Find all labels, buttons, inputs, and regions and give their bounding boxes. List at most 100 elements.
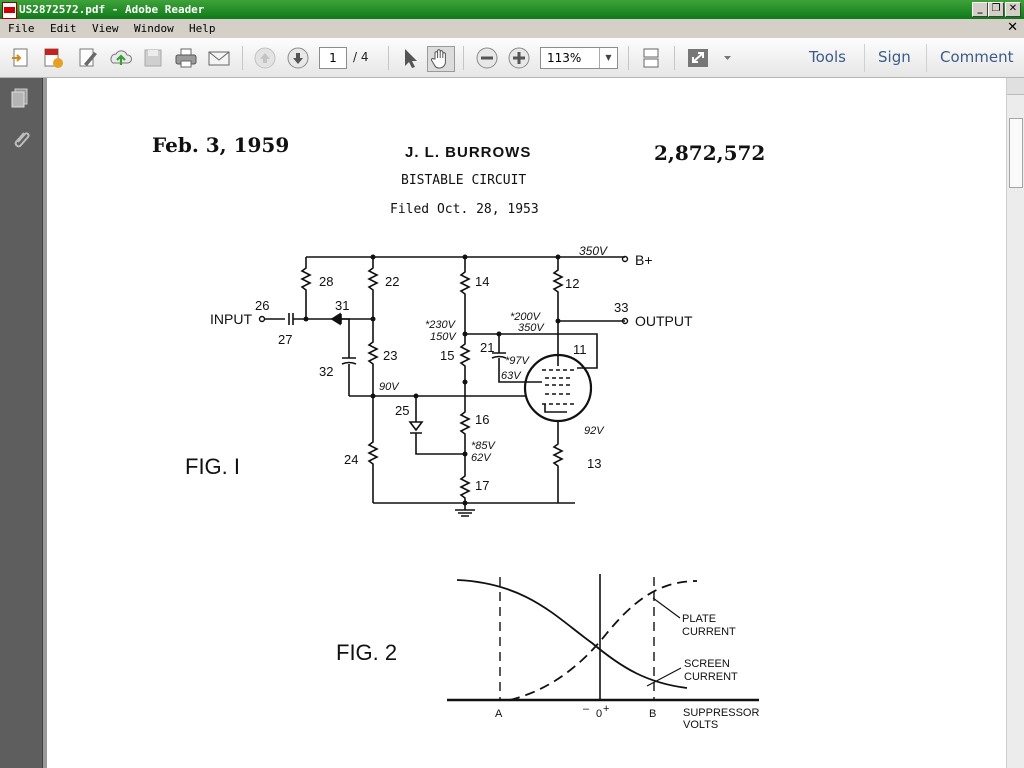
pane-divider[interactable] xyxy=(43,78,47,768)
toolbar-separator xyxy=(864,44,865,72)
restore-button[interactable]: ❐ xyxy=(988,2,1004,17)
full-screen-icon[interactable] xyxy=(685,46,711,70)
output-terminal xyxy=(621,317,629,325)
chevron-down-icon[interactable]: ▼ xyxy=(599,48,617,68)
capacitor-32 xyxy=(332,318,357,396)
supply-voltage-label: 350V xyxy=(579,244,608,258)
toolbar-dropdown-icon[interactable] xyxy=(718,46,736,70)
ref-15: 15 xyxy=(440,348,454,363)
select-arrow-icon[interactable] xyxy=(396,46,422,70)
patent-subtitle: BISTABLE CIRCUIT xyxy=(401,173,527,188)
voltage-200v: *200V xyxy=(510,311,542,323)
menu-edit[interactable]: Edit xyxy=(50,22,77,35)
plate-current-label-2: CURRENT xyxy=(682,626,736,638)
resistor-14 xyxy=(459,257,471,334)
ref-23: 23 xyxy=(383,348,397,363)
edit-icon[interactable] xyxy=(75,46,101,70)
scroll-thumb[interactable] xyxy=(1009,118,1023,188)
patent-filed-date: Filed Oct. 28, 1953 xyxy=(390,202,539,217)
fig1-label: FIG. I xyxy=(185,454,240,479)
zoom-in-icon[interactable] xyxy=(506,46,532,70)
email-icon[interactable] xyxy=(206,46,232,70)
menu-bar: File Edit View Window Help ✕ xyxy=(0,19,1024,38)
tick-b: B xyxy=(649,708,656,720)
close-button[interactable]: ✕ xyxy=(1005,2,1021,17)
resistor-28 xyxy=(300,257,312,319)
toolbar-separator xyxy=(388,46,389,70)
voltage-63v: 63V xyxy=(501,370,522,382)
axis-label-2: VOLTS xyxy=(683,719,718,731)
output-label: OUTPUT xyxy=(635,313,693,329)
upload-cloud-icon[interactable] xyxy=(108,46,134,70)
navigation-pane xyxy=(0,78,43,768)
save-icon[interactable] xyxy=(140,46,166,70)
hand-tool-icon[interactable] xyxy=(427,46,455,72)
fig2-label: FIG. 2 xyxy=(336,640,397,665)
pdf-tools-icon[interactable] xyxy=(40,46,66,70)
resistor-16 xyxy=(459,382,471,454)
voltage-92v: 92V xyxy=(584,425,605,437)
ref-12: 12 xyxy=(565,276,579,291)
attachments-icon[interactable] xyxy=(9,128,33,152)
plate-current-curve xyxy=(509,580,698,701)
patent-date: Feb. 3, 1959 xyxy=(152,133,290,157)
b-plus-terminal xyxy=(621,255,629,263)
document-page: Feb. 3, 1959 J. L. BURROWS 2,872,572 BIS… xyxy=(47,78,1006,768)
ref-14: 14 xyxy=(475,274,489,289)
screen-current-label-2: CURRENT xyxy=(684,671,738,683)
input-capacitor-27 xyxy=(264,313,332,325)
comment-link[interactable]: Comment xyxy=(940,48,1014,66)
ref-25: 25 xyxy=(395,403,409,418)
zoom-out-icon[interactable] xyxy=(474,46,500,70)
window-title: US2872572.pdf - Adobe Reader xyxy=(19,3,205,16)
resistor-12 xyxy=(552,257,564,366)
next-page-icon[interactable] xyxy=(285,46,311,70)
ref-31: 31 xyxy=(335,298,349,313)
input-terminal xyxy=(258,315,266,323)
previous-page-icon[interactable] xyxy=(252,46,278,70)
patent-author: J. L. BURROWS xyxy=(405,144,532,161)
toolbar-separator xyxy=(628,46,629,70)
toolbar: 1 / 4 113% ▼ Tools Sign Comment xyxy=(0,38,1024,78)
window-title-bar: US2872572.pdf - Adobe Reader _ ❐ ✕ xyxy=(0,0,1024,19)
b-plus-label: B+ xyxy=(635,252,653,268)
page-thumbnails-icon[interactable] xyxy=(9,86,33,110)
vertical-scrollbar[interactable] xyxy=(1006,78,1024,768)
screen-current-label-1: SCREEN xyxy=(684,658,730,670)
page-display-icon[interactable] xyxy=(638,46,664,70)
voltage-62v: 62V xyxy=(471,452,492,464)
adobe-reader-icon xyxy=(2,2,17,19)
patent-number: 2,872,572 xyxy=(654,141,766,165)
minimize-button[interactable]: _ xyxy=(972,2,988,17)
scroll-up-button[interactable] xyxy=(1007,78,1024,95)
menu-window[interactable]: Window xyxy=(134,22,174,35)
page-number-input[interactable]: 1 xyxy=(319,47,347,69)
menu-view[interactable]: View xyxy=(92,22,119,35)
ref-24: 24 xyxy=(344,452,358,467)
tools-link[interactable]: Tools xyxy=(809,48,846,66)
screen-current-curve xyxy=(456,579,688,689)
resistor-15 xyxy=(459,334,471,382)
resistor-22 xyxy=(367,257,379,319)
resistor-17 xyxy=(459,454,471,510)
close-document-icon[interactable]: ✕ xyxy=(1007,20,1018,35)
ground-symbol xyxy=(455,509,475,517)
create-pdf-icon[interactable] xyxy=(8,46,34,70)
voltage-350v-plate: 350V xyxy=(518,322,545,334)
ref-28: 28 xyxy=(319,274,333,289)
sign-link[interactable]: Sign xyxy=(878,48,911,66)
screen-current-leader xyxy=(646,667,682,687)
resistor-24 xyxy=(367,396,379,503)
resistor-23 xyxy=(367,319,379,396)
axis-label-1: SUPPRESSOR xyxy=(683,707,759,719)
print-icon[interactable] xyxy=(173,46,199,70)
cathode xyxy=(544,404,567,413)
voltage-85v: *85V xyxy=(471,440,497,452)
patent-figures: INPUT OUTPUT B+ 350V 26 27 28 31 32 22 2… xyxy=(185,244,759,731)
capacitor-21 xyxy=(465,333,598,383)
ref-26: 26 xyxy=(255,298,269,313)
ref-17: 17 xyxy=(475,478,489,493)
menu-help[interactable]: Help xyxy=(189,22,216,35)
zoom-level-select[interactable]: 113% ▼ xyxy=(540,47,618,69)
menu-file[interactable]: File xyxy=(8,22,35,35)
